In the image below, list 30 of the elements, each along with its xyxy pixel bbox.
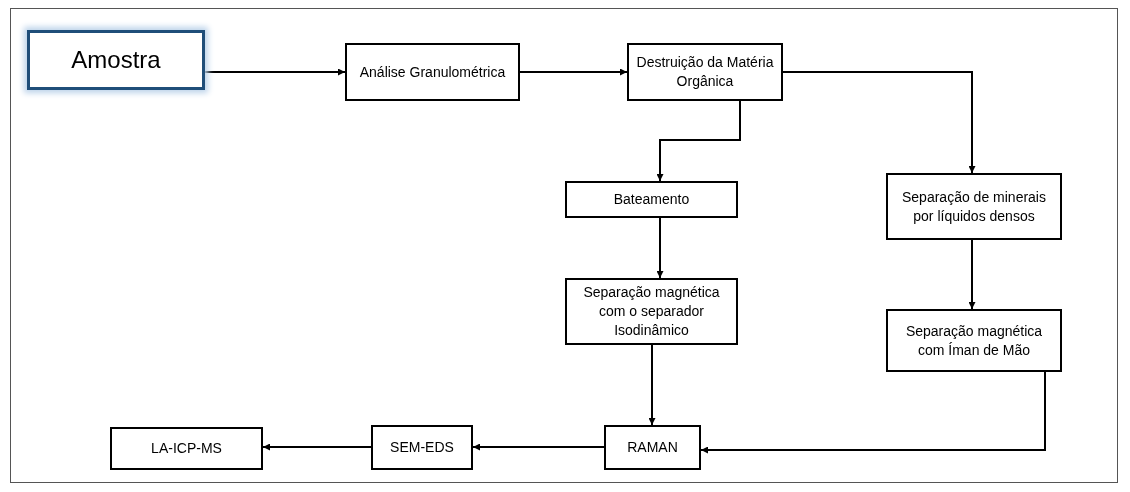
arrow	[519, 68, 628, 76]
box-label: SEM-EDS	[390, 438, 454, 457]
arrow	[204, 68, 346, 76]
process-box	[565, 278, 738, 345]
process-box	[110, 427, 263, 470]
box-label: Análise Granulométrica	[359, 62, 506, 82]
process-box	[27, 30, 205, 90]
box-label: Bateamento	[613, 190, 690, 209]
process-box	[345, 43, 520, 101]
process-box	[627, 43, 783, 101]
arrow	[782, 71, 976, 174]
process-box	[565, 181, 738, 218]
process-box	[886, 309, 1062, 372]
box-label: Separação de minerais por líquidos densos	[901, 187, 1047, 226]
process-box	[371, 425, 473, 470]
arrow	[262, 443, 372, 451]
box-label: Destruição da Matéria Orgânica	[635, 53, 775, 91]
arrow	[656, 217, 664, 279]
box-label: LA-ICP-MS	[151, 439, 222, 458]
arrow	[968, 239, 976, 310]
process-box	[604, 425, 701, 470]
process-box	[886, 173, 1062, 240]
arrow	[656, 100, 741, 182]
arrow	[700, 371, 1046, 454]
box-label: Separação magnética com o separador Isodinâmico	[582, 283, 721, 340]
arrow	[648, 344, 656, 426]
box-label: Separação magnética com Íman de Mão	[904, 321, 1044, 360]
box-label: Amostra	[71, 45, 161, 75]
arrow	[472, 443, 605, 451]
box-label: RAMAN	[627, 438, 678, 457]
